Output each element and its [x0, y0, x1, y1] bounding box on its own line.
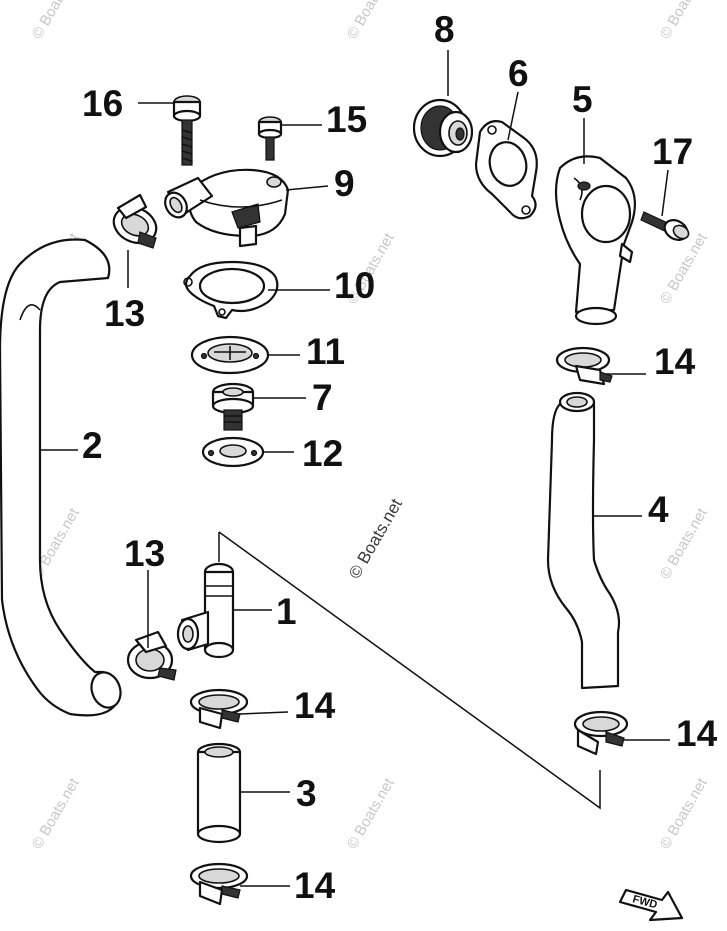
part-5-outlet-elbow	[554, 155, 637, 326]
callout-14: 14	[294, 685, 336, 726]
part-7-thermostat	[211, 382, 255, 431]
callout-12: 12	[302, 433, 343, 474]
watermark: © Boats.net	[657, 230, 711, 307]
leader-lines	[40, 50, 670, 887]
callout-16: 16	[82, 83, 123, 124]
callout-2: 2	[82, 425, 103, 466]
callout-labels: 16 15 9 8 6 5 17 13 10 11 7 12 2 14 4 13…	[82, 9, 718, 906]
part-2-hose	[0, 238, 122, 717]
callout-4: 4	[648, 489, 669, 530]
part-14-clamp	[189, 862, 249, 906]
callout-17: 17	[652, 131, 693, 172]
part-1-tee-joint	[176, 562, 235, 659]
callout-5: 5	[572, 79, 593, 120]
part-9-thermostat-cover	[164, 168, 290, 248]
part-11-plate	[190, 335, 270, 375]
part-14-clamp	[189, 688, 249, 730]
watermark: © Boats.net	[657, 0, 711, 42]
callout-14: 14	[294, 865, 336, 906]
watermark: © Boats.net	[657, 775, 711, 852]
callout-10: 10	[334, 265, 375, 306]
watermark-center: © Boats.net	[345, 495, 406, 582]
part-3-hose	[196, 742, 242, 844]
callout-3: 3	[296, 773, 317, 814]
callout-13: 13	[104, 293, 145, 334]
callout-14: 14	[654, 341, 696, 382]
part-14-clamp	[573, 710, 629, 756]
watermark: © Boats.net	[344, 775, 398, 852]
part-6-gasket	[474, 120, 538, 220]
watermark: © Boats.net	[29, 775, 83, 852]
part-14-clamp	[555, 346, 613, 386]
part-13-clamp	[112, 193, 158, 249]
callout-14: 14	[676, 713, 718, 754]
part-17-bolt	[640, 211, 690, 241]
part-16-bolt	[172, 95, 202, 166]
part-10-gasket	[183, 260, 279, 320]
part-8-cap	[412, 98, 474, 158]
watermark: © Boats.net	[344, 0, 398, 42]
part-15-bolt	[257, 116, 283, 161]
callout-11: 11	[306, 331, 345, 372]
callout-9: 9	[334, 163, 355, 204]
watermark: © Boats.net	[29, 0, 83, 42]
callout-15: 15	[326, 99, 367, 140]
fwd-arrow-icon: FWD	[618, 888, 684, 922]
callout-7: 7	[312, 377, 333, 418]
callout-13: 13	[124, 533, 165, 574]
callout-8: 8	[434, 9, 455, 50]
part-12-washer	[201, 436, 265, 468]
part-4-hose	[546, 391, 621, 690]
part-13-clamp	[126, 630, 177, 681]
callout-6: 6	[508, 53, 529, 94]
routing-line	[218, 531, 601, 810]
callout-1: 1	[276, 591, 297, 632]
